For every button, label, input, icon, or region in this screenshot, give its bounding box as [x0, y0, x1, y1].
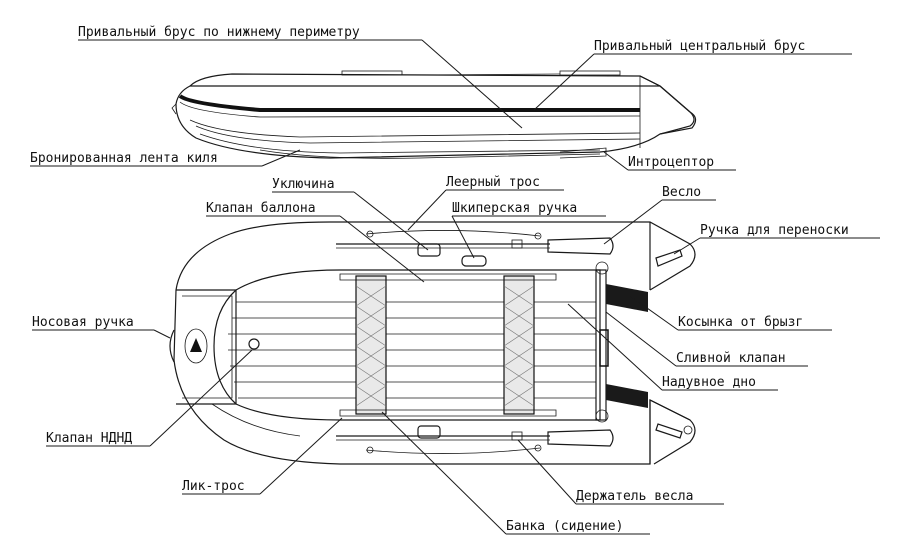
label-skipper-handle: Шкиперская ручка — [451, 201, 606, 259]
label-oar: Весло — [603, 185, 716, 245]
label-text: Клапан баллона — [206, 201, 316, 216]
label-bow-handle: Носовая ручка — [32, 315, 171, 339]
label-lower-rub-strake: Привальный брус по нижнему периметру — [78, 25, 523, 129]
label-keel-guard: Бронированная лента киля — [30, 149, 301, 167]
label-spray-guard: Косынка от брызг — [629, 295, 832, 331]
label-oar-holder: Держатель весла — [517, 439, 724, 505]
label-text: Косынка от брызг — [678, 315, 803, 330]
boat-top-view — [169, 221, 696, 465]
label-text: Носовая ручка — [32, 315, 134, 330]
label-text: Ручка для переноски — [700, 223, 849, 238]
boat-side-view — [171, 70, 697, 159]
label-text: Привальный брус по нижнему периметру — [78, 25, 360, 40]
label-text: Держатель весла — [576, 489, 693, 504]
label-inflatable-floor: Надувное дно — [567, 303, 778, 391]
label-text: Банка (сидение) — [506, 519, 623, 534]
label-text: Интроцептор — [628, 155, 714, 170]
label-lifeline: Леерный трос — [407, 175, 564, 231]
label-text: Сливной клапан — [676, 351, 786, 366]
label-text: Уключина — [272, 177, 335, 192]
label-bolt-rope: Лик-трос — [182, 417, 343, 495]
label-oarlock: Уключина — [272, 177, 429, 251]
label-seat: Банка (сидение) — [381, 411, 650, 535]
label-text: Привальный центральный брус — [594, 39, 805, 54]
label-text: Лик-трос — [182, 479, 245, 494]
label-text: Клапан НДНД — [46, 431, 132, 446]
label-drain-valve: Сливной клапан — [605, 311, 808, 367]
label-tube-valve: Клапан баллона — [206, 201, 425, 283]
label-text: Бронированная лента киля — [30, 151, 218, 166]
label-intercepter: Интроцептор — [603, 151, 736, 171]
label-carry-handle: Ручка для переноски — [673, 223, 880, 255]
label-central-rub-strake: Привальный центральный брус — [533, 39, 852, 111]
label-text: Весло — [662, 185, 701, 200]
label-text: Леерный трос — [446, 175, 540, 190]
label-text: Надувное дно — [662, 375, 756, 390]
label-text: Шкиперская ручка — [452, 201, 577, 216]
label-floor-valve: Клапан НДНД — [46, 349, 253, 447]
